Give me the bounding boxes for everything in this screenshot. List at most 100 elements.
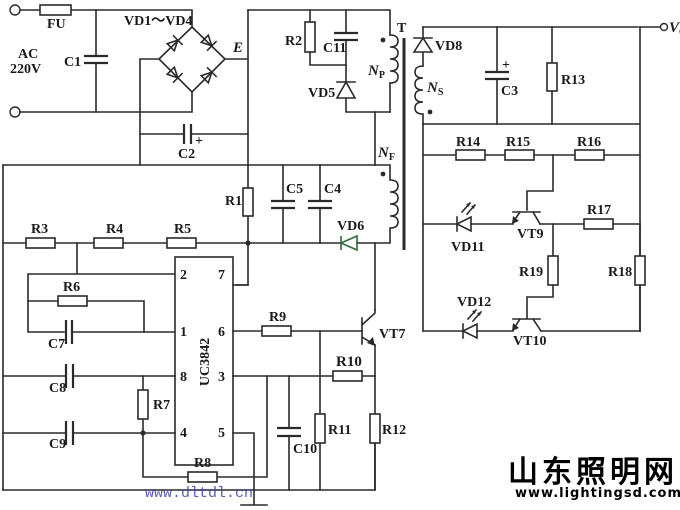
bridge-label: VD1～VD4 [124, 14, 192, 29]
brand-url: www.lightingsd.com [515, 486, 680, 501]
r11-label: R11 [328, 423, 351, 438]
c7-label: C7 [48, 337, 65, 352]
r13-label: R13 [561, 73, 585, 88]
c9-label: C9 [49, 437, 66, 452]
ic-uc3842 [174, 256, 234, 466]
fuse [39, 4, 72, 16]
capacitor-c3 [485, 70, 509, 81]
nf-label: NF [377, 145, 395, 163]
resistor-r15 [504, 149, 535, 161]
ic-pin-6: 6 [218, 325, 225, 340]
vd5-label: VD5 [308, 86, 335, 101]
vt7-label: VT7 [379, 327, 405, 342]
secondary-winding [414, 65, 433, 125]
r16-label: R16 [577, 135, 601, 150]
resistor-r2 [304, 21, 316, 53]
resistor-r5 [166, 237, 197, 249]
r2-label: R2 [285, 34, 302, 49]
ic-pin-4: 4 [180, 426, 187, 441]
r19-label: R19 [519, 265, 543, 280]
vd12-label: VD12 [457, 295, 491, 310]
c3-label: C3 [501, 84, 518, 99]
r10-label: R10 [336, 354, 362, 370]
resistor-r16 [574, 149, 605, 161]
ic-pin-3: 3 [218, 370, 225, 385]
output-label: VO [669, 20, 680, 38]
capacitor-c9 [64, 421, 75, 445]
r18-label: R18 [608, 265, 632, 280]
ic-pin-7: 7 [218, 268, 225, 283]
r4-label: R4 [106, 222, 123, 237]
vd6-label: VD6 [337, 219, 364, 234]
c2-label: C2 [178, 147, 195, 162]
c8-label: C8 [49, 381, 66, 396]
resistor-r3 [25, 237, 56, 249]
transistor-vt7 [360, 309, 377, 347]
r5-label: R5 [174, 222, 191, 237]
ic-label: UC3842 [198, 338, 213, 386]
resistor-r12 [369, 413, 381, 444]
r6-label: R6 [63, 280, 80, 295]
transistor-vt10 [511, 317, 543, 333]
junction-e-label: E [232, 40, 243, 56]
ac-terminal-bottom [9, 106, 21, 118]
c11-label: C11 [323, 41, 346, 56]
resistor-r11 [314, 413, 326, 444]
resistor-r17 [583, 218, 614, 230]
r12-label: R12 [382, 423, 406, 438]
resistor-r7 [137, 389, 149, 420]
led-vd11 [455, 201, 477, 233]
resistor-r1 [242, 187, 254, 217]
r3-label: R3 [31, 222, 48, 237]
ac-label-line1: AC [18, 47, 38, 62]
capacitor-c7 [64, 320, 74, 344]
resistor-r8 [187, 471, 218, 483]
resistor-r14 [455, 149, 486, 161]
r17-label: R17 [587, 203, 611, 218]
fuse-label: FU [47, 17, 66, 32]
c10-label: C10 [293, 442, 317, 457]
bridge-rectifier [157, 25, 227, 94]
resistor-r6 [57, 295, 88, 307]
capacitor-c4 [308, 199, 332, 210]
brand-name: 山东照明网 [508, 455, 678, 490]
ns-label: NS [426, 80, 444, 98]
resistor-r10 [332, 370, 363, 382]
vd8-label: VD8 [435, 39, 462, 54]
ic-pin-2: 2 [180, 268, 187, 283]
transistor-vt9 [511, 210, 542, 226]
ac-label-line2: 220V [10, 62, 41, 77]
output-terminal [659, 22, 669, 32]
ac-terminal-top [9, 4, 21, 16]
vt10-label: VT10 [513, 334, 546, 349]
r8-label: R8 [194, 456, 211, 471]
capacitor-c2 [182, 124, 193, 144]
ic-pin-8: 8 [180, 370, 187, 385]
c5-label: C5 [286, 182, 303, 197]
ic-pin-1: 1 [180, 325, 187, 340]
primary-winding [380, 34, 399, 113]
r9-label: R9 [269, 310, 286, 325]
vd11-label: VD11 [451, 240, 484, 255]
capacitor-c10 [277, 426, 301, 438]
resistor-r18 [634, 255, 646, 286]
ic-pin-5: 5 [218, 426, 225, 441]
np-label: NP [367, 63, 385, 81]
r7-label: R7 [153, 398, 170, 413]
capacitor-c5 [271, 199, 295, 210]
c1-label: C1 [64, 55, 81, 70]
capacitor-c11 [334, 31, 358, 42]
resistor-r13 [546, 62, 558, 92]
led-vd12 [461, 308, 483, 340]
r15-label: R15 [506, 135, 530, 150]
r14-label: R14 [456, 135, 480, 150]
resistor-r19 [547, 255, 559, 286]
transformer-label: T [397, 21, 407, 36]
feedback-winding [374, 164, 399, 243]
watermark: www.dltdl.cn [145, 485, 253, 502]
c3-polarity: + [502, 58, 510, 73]
capacitor-c1 [84, 54, 108, 65]
c2-polarity: + [195, 134, 203, 149]
